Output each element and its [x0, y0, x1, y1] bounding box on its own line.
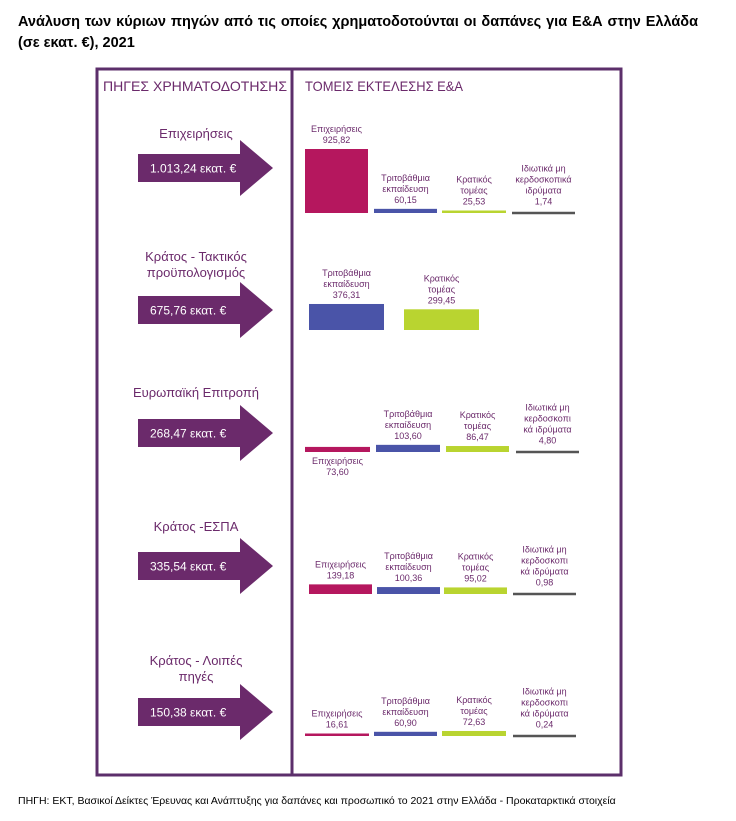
bar-1-0 [309, 303, 384, 330]
bar-2-0 [305, 446, 370, 452]
bar-0-2 [442, 210, 506, 213]
source-name-2: Ευρωπαϊκή Επιτροπή [133, 385, 259, 400]
source-name-0: Επιχειρήσεις [159, 126, 233, 141]
source-arrow-3 [138, 538, 273, 594]
source-total-2: 268,47 εκατ. € [150, 427, 227, 441]
bar-2-2 [446, 446, 509, 452]
source-arrow-4 [138, 684, 273, 740]
source-arrow-0 [138, 140, 273, 196]
source-arrow-2 [138, 405, 273, 461]
header-sectors: ΤΟΜΕΙΣ ΕΚΤΕΛΕΣΗΣ Ε&Α [305, 78, 464, 94]
source-total-4: 150,38 εκατ. € [150, 706, 227, 720]
source-arrow-1 [138, 282, 273, 338]
bar-4-1 [374, 731, 437, 736]
source-note: ΠΗΓΗ: ΕΚΤ, Βασικοί Δείκτες Έρευνας και Α… [18, 795, 616, 807]
chart-title: Ανάλυση των κύριων πηγών από τις οποίες … [18, 14, 698, 51]
source-total-3: 335,54 εκατ. € [150, 560, 227, 574]
bar-4-2 [442, 730, 506, 736]
funding-flow-chart: ΠΗΓΕΣ ΧΡΗΜΑΤΟΔΟΤΗΣΗΣ ΤΟΜΕΙΣ ΕΚΤΕΛΕΣΗΣ Ε&Α… [95, 67, 623, 777]
bar-0-1 [374, 208, 437, 213]
bar-2-1 [376, 444, 440, 452]
source-name-3: Κράτος -ΕΣΠΑ [154, 519, 239, 534]
source-total-1: 675,76 εκατ. € [150, 304, 227, 318]
bar-1-1 [404, 309, 479, 330]
bar-3-1 [377, 587, 440, 594]
bar-4-0 [305, 733, 369, 736]
bar-0-0 [305, 149, 368, 213]
source-total-0: 1.013,24 εκατ. € [150, 162, 237, 176]
header-sources: ΠΗΓΕΣ ΧΡΗΜΑΤΟΔΟΤΗΣΗΣ [103, 78, 287, 94]
bar-3-2 [444, 587, 507, 594]
chart-frame [95, 67, 623, 777]
bar-3-0 [309, 584, 372, 594]
